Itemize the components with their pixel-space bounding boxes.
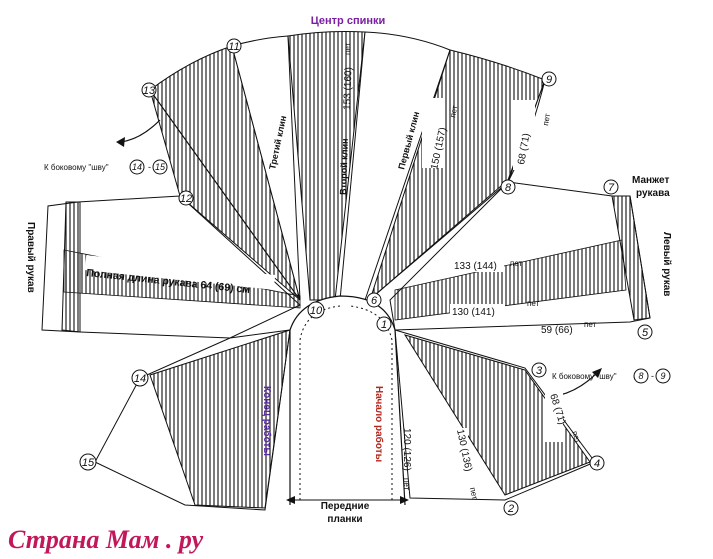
side-seam-left-b: 15 [155, 162, 166, 172]
point-8: 8 [500, 179, 516, 195]
svg-text:10: 10 [310, 305, 323, 317]
full-length-bg [84, 255, 276, 290]
svg-text:11: 11 [228, 41, 239, 53]
front-bands-label-2: планки [327, 514, 362, 525]
end-of-work: Конец работы [261, 386, 273, 456]
right-sleeve-label: Правый рукав [25, 222, 36, 293]
svg-text:3: 3 [536, 365, 543, 377]
back-fan [149, 31, 546, 301]
point-5: 5 [637, 324, 653, 340]
side-seam-right-text: К боковому "шву" [552, 372, 617, 381]
point-15: 15 [79, 453, 97, 471]
point-9: 9 [541, 71, 557, 87]
count-68-top: 68 (71) [516, 132, 532, 165]
count-130-right-unit: пет [527, 299, 540, 308]
svg-text:13: 13 [143, 85, 156, 97]
point-markers: 1 2 3 4 5 6 7 8 9 10 11 12 13 14 15 [79, 38, 653, 516]
count-68-bottom-unit: пет [570, 430, 582, 445]
cuff-label-2: рукава [636, 188, 670, 199]
left-sleeve [389, 181, 651, 331]
lower-right-front [394, 329, 596, 501]
count-133: 133 (144) [454, 261, 497, 272]
cuff-label-1: Манжет [632, 175, 669, 186]
svg-text:2: 2 [507, 503, 514, 515]
title: Центр спинки [311, 15, 386, 27]
point-1: 1 [376, 316, 392, 332]
count-59-unit: пет [584, 320, 597, 329]
count-59: 59 (66) [541, 325, 573, 336]
count-130-bottom-unit: пет [468, 487, 479, 501]
front-band-dots-right [349, 305, 393, 500]
point-6: 6 [366, 292, 382, 308]
point-7: 7 [603, 179, 619, 195]
svg-text:12: 12 [180, 193, 192, 205]
side-seam-left-a: 14 [132, 162, 142, 172]
count-120: 120 (126) [401, 428, 412, 471]
left-cuff [611, 195, 651, 321]
wedge-12-13 [149, 89, 301, 301]
side-seam-right-b: 9 [660, 371, 665, 381]
svg-text:5: 5 [642, 327, 649, 339]
point-13: 13 [141, 82, 157, 98]
second-wedge-count: 153 (160) [342, 67, 354, 110]
c133-bg [452, 258, 504, 272]
point-12: 12 [178, 190, 194, 206]
svg-text:8: 8 [505, 182, 512, 194]
point-10: 10 [307, 301, 325, 319]
svg-text:1: 1 [381, 319, 387, 331]
svg-text:6: 6 [371, 295, 378, 307]
svg-text:9: 9 [546, 74, 552, 86]
first-count-bg [422, 98, 444, 168]
count-130-right: 130 (141) [452, 307, 495, 318]
count-133-unit: пет [510, 259, 523, 268]
watermark: Страна Мам . ру [8, 525, 204, 554]
point-2: 2 [503, 500, 519, 516]
svg-text:15: 15 [82, 457, 95, 469]
count-120-unit: пет [402, 478, 411, 491]
c130-bg [450, 304, 505, 318]
neck-outline [289, 295, 406, 506]
svg-text:7: 7 [608, 182, 615, 194]
point-3: 3 [531, 362, 547, 378]
side-seam-right-a: 8 [638, 371, 643, 381]
side-seam-right: К боковому "шву" 8 - 9 [552, 368, 671, 384]
count-68-top-unit: пет [541, 112, 552, 126]
side-seam-left-text: К боковому "шву" [44, 163, 109, 172]
c68top-bg [513, 100, 535, 170]
side-seam-left: К боковому "шву" 14 - 15 [44, 159, 168, 175]
lower-left-front [94, 329, 291, 511]
point-14: 14 [131, 369, 149, 387]
svg-text:4: 4 [594, 458, 600, 470]
svg-text:-: - [148, 162, 151, 172]
second-wedge-label: Второй клин [338, 138, 350, 195]
point-11: 11 [226, 38, 242, 54]
arrow-to-side-seam-left [119, 119, 161, 143]
front-bands-label-1: Передние [321, 501, 370, 512]
svg-text:14: 14 [134, 373, 146, 385]
left-sleeve-band [394, 239, 627, 321]
c68b-bg [545, 392, 563, 442]
c130b-bg [452, 428, 468, 482]
front-band-dots-left [299, 305, 341, 500]
svg-text:-: - [651, 371, 654, 381]
start-of-work: Начало работы [373, 386, 385, 462]
point-4: 4 [589, 455, 605, 471]
left-sleeve-label: Левый рукав [661, 232, 672, 296]
first-wedge-unit: пет [448, 104, 459, 118]
second-wedge-unit: пет [343, 42, 352, 55]
right-cuff [61, 201, 81, 333]
